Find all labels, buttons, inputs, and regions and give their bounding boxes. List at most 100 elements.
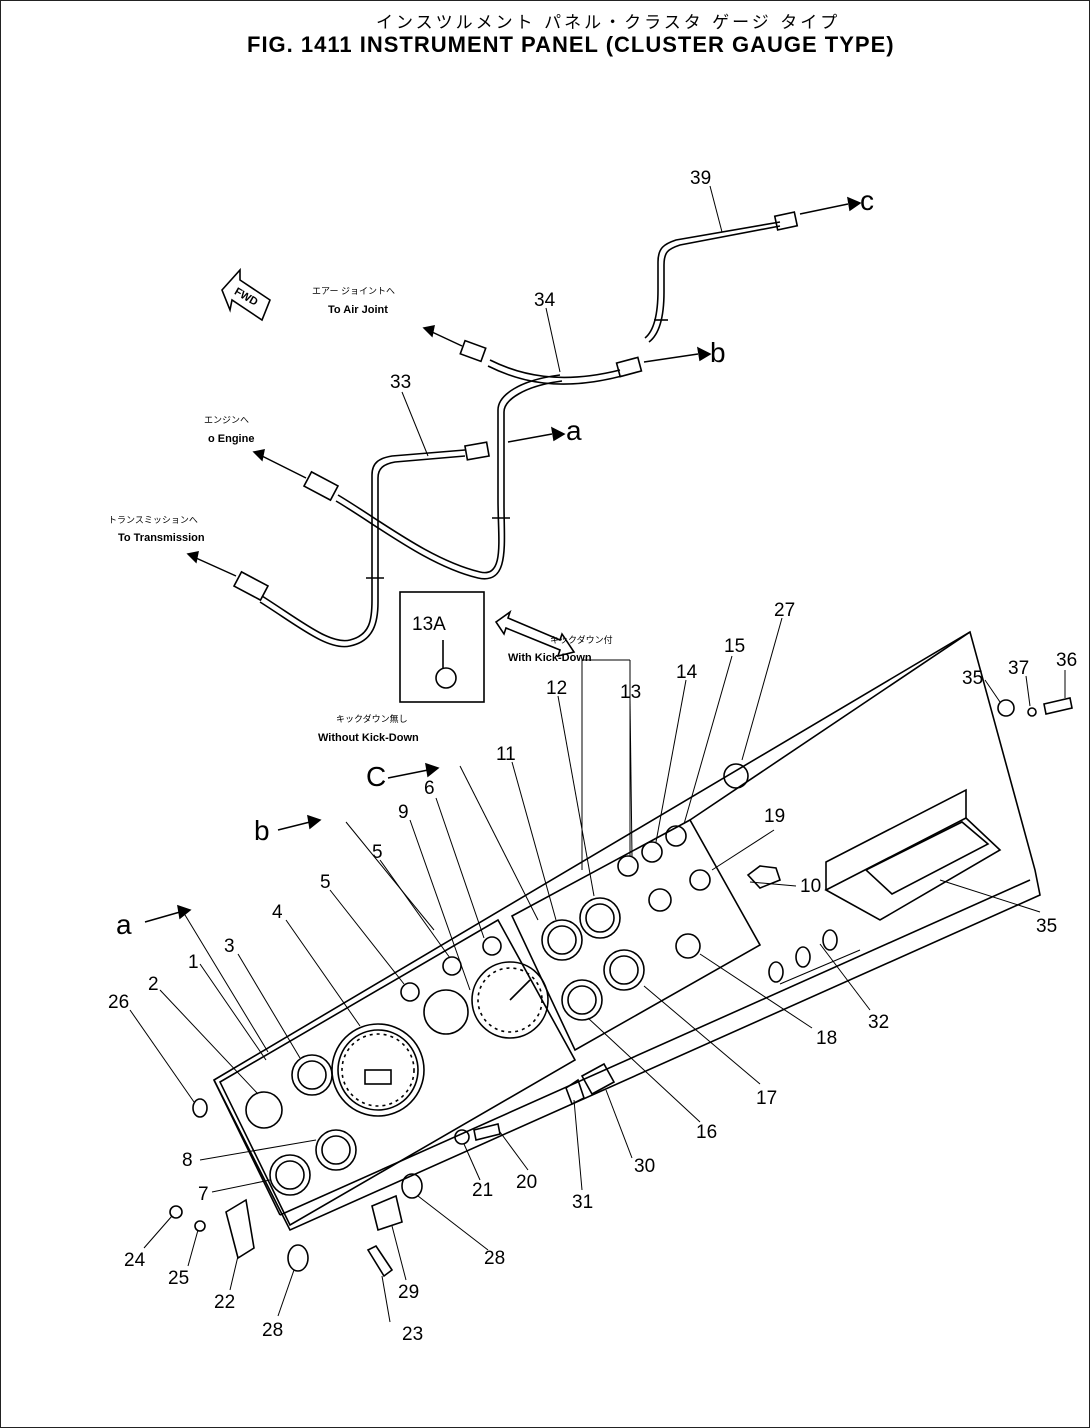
note-kick-with-jp: キックダウン付 [550, 634, 613, 645]
part-number: 27 [774, 600, 795, 621]
tube-33 [371, 449, 466, 600]
socket-29 [371, 1194, 403, 1232]
panel-body [212, 630, 1041, 1232]
tube-34 [489, 359, 621, 379]
nut-35 [997, 699, 1015, 717]
plug-32b [795, 946, 811, 968]
left-gauge-plate [218, 918, 577, 1227]
arrow-letter-a2: a [116, 909, 132, 940]
screw-36 [1043, 697, 1073, 715]
note-air-jp: エアー ジョイントへ [312, 286, 395, 296]
transmission-fitting [232, 570, 270, 602]
part-number: 5 [372, 842, 383, 863]
fwd-label: FWD [232, 286, 260, 309]
note-kick-without-jp: キックダウン無し [336, 713, 408, 724]
engine-fitting [302, 470, 340, 502]
tube-transmission [261, 595, 373, 642]
fwd-arrow [221, 267, 271, 322]
gauge-16 [561, 979, 603, 1021]
part-number: 8 [182, 1150, 193, 1171]
gauge-7 [269, 1154, 311, 1196]
fitting-39 [773, 211, 799, 231]
switch-near-19 [648, 888, 672, 912]
box-35 [824, 817, 1002, 921]
tube-engine [337, 374, 561, 574]
part-number: 28 [262, 1320, 283, 1341]
note-kick-without-en: Without Kick-Down [318, 732, 419, 744]
part-number: 36 [1056, 650, 1077, 671]
plug-32c [822, 929, 838, 951]
part-number: 30 [634, 1156, 655, 1177]
fitting-33 [464, 441, 490, 461]
part-number: 23 [402, 1324, 423, 1345]
part-number: 2 [148, 974, 159, 995]
part-number: 10 [800, 876, 821, 897]
title-japanese: インスツルメント パネル・クラスタ ゲージ タイプ [376, 13, 841, 33]
fitting-34 [615, 356, 643, 378]
gauge-blank [423, 989, 469, 1035]
part-number: 11 [496, 744, 516, 765]
part-number: 6 [424, 778, 435, 799]
center-cluster-plate [510, 818, 762, 1052]
double-arrow [494, 609, 576, 658]
clip-31 [565, 1078, 585, 1106]
note-trans-jp: トランスミッションへ [108, 515, 198, 525]
lamp-19 [689, 869, 711, 891]
gauge-17 [603, 949, 645, 991]
lamp-14 [641, 841, 663, 863]
part-number: 5 [320, 872, 331, 893]
part-number: 29 [398, 1282, 419, 1303]
note-engine-en: o Engine [208, 433, 254, 445]
note-air-en: To Air Joint [328, 304, 388, 316]
part-number: 1 [188, 952, 199, 973]
switch-18 [675, 933, 701, 959]
part-number: 17 [756, 1088, 777, 1109]
part-number: 25 [168, 1268, 189, 1289]
lamp-5b [442, 956, 462, 976]
plug-32a [768, 961, 784, 983]
washer-37 [1027, 707, 1037, 717]
note-trans-en: To Transmission [118, 532, 205, 544]
lamp-5a [400, 982, 420, 1002]
part-number: 39 [690, 168, 711, 189]
part-number: 21 [472, 1180, 493, 1201]
plug-26 [192, 1098, 208, 1118]
part-number: 18 [816, 1028, 837, 1049]
gauge-9-outer [471, 961, 549, 1039]
screw-23 [366, 1244, 394, 1278]
part-number: 4 [272, 902, 283, 923]
arrow-letter-c: c [860, 185, 874, 216]
lamp-15 [665, 825, 687, 847]
gauge-3 [291, 1054, 333, 1096]
cover-30 [580, 1062, 616, 1096]
part-number: 7 [198, 1184, 209, 1205]
part-number: 12 [546, 678, 567, 699]
lamp-6 [482, 936, 502, 956]
part-number: 35 [1036, 916, 1057, 937]
right-plate [689, 631, 971, 821]
part-number: 24 [124, 1250, 146, 1271]
part-number: 3 [224, 936, 235, 957]
part-number: 13 [620, 682, 641, 703]
gauge-8 [315, 1129, 357, 1171]
part-number: 31 [572, 1192, 593, 1213]
arrow-letter-a: a [566, 415, 582, 446]
figure-title: FIG. 1411 INSTRUMENT PANEL (CLUSTER GAUG… [247, 32, 895, 57]
inset-label-13a: 13A [412, 614, 446, 635]
car-symbol-icon [746, 865, 781, 889]
part-number: 26 [108, 992, 129, 1013]
part-number: 34 [534, 290, 556, 311]
part-number: 20 [516, 1172, 537, 1193]
lamp-13 [617, 855, 639, 877]
nut-24 [169, 1205, 183, 1219]
part-number: 19 [764, 806, 785, 827]
part-number: 15 [724, 636, 745, 657]
note-kick-with-en: With Kick-Down [508, 652, 592, 664]
lamp-27 [723, 763, 749, 789]
lens-28b [287, 1244, 309, 1272]
lens-28 [401, 1173, 423, 1199]
part-number: 9 [398, 802, 409, 823]
washer-25 [194, 1220, 206, 1232]
air-joint-fitting [459, 339, 487, 363]
